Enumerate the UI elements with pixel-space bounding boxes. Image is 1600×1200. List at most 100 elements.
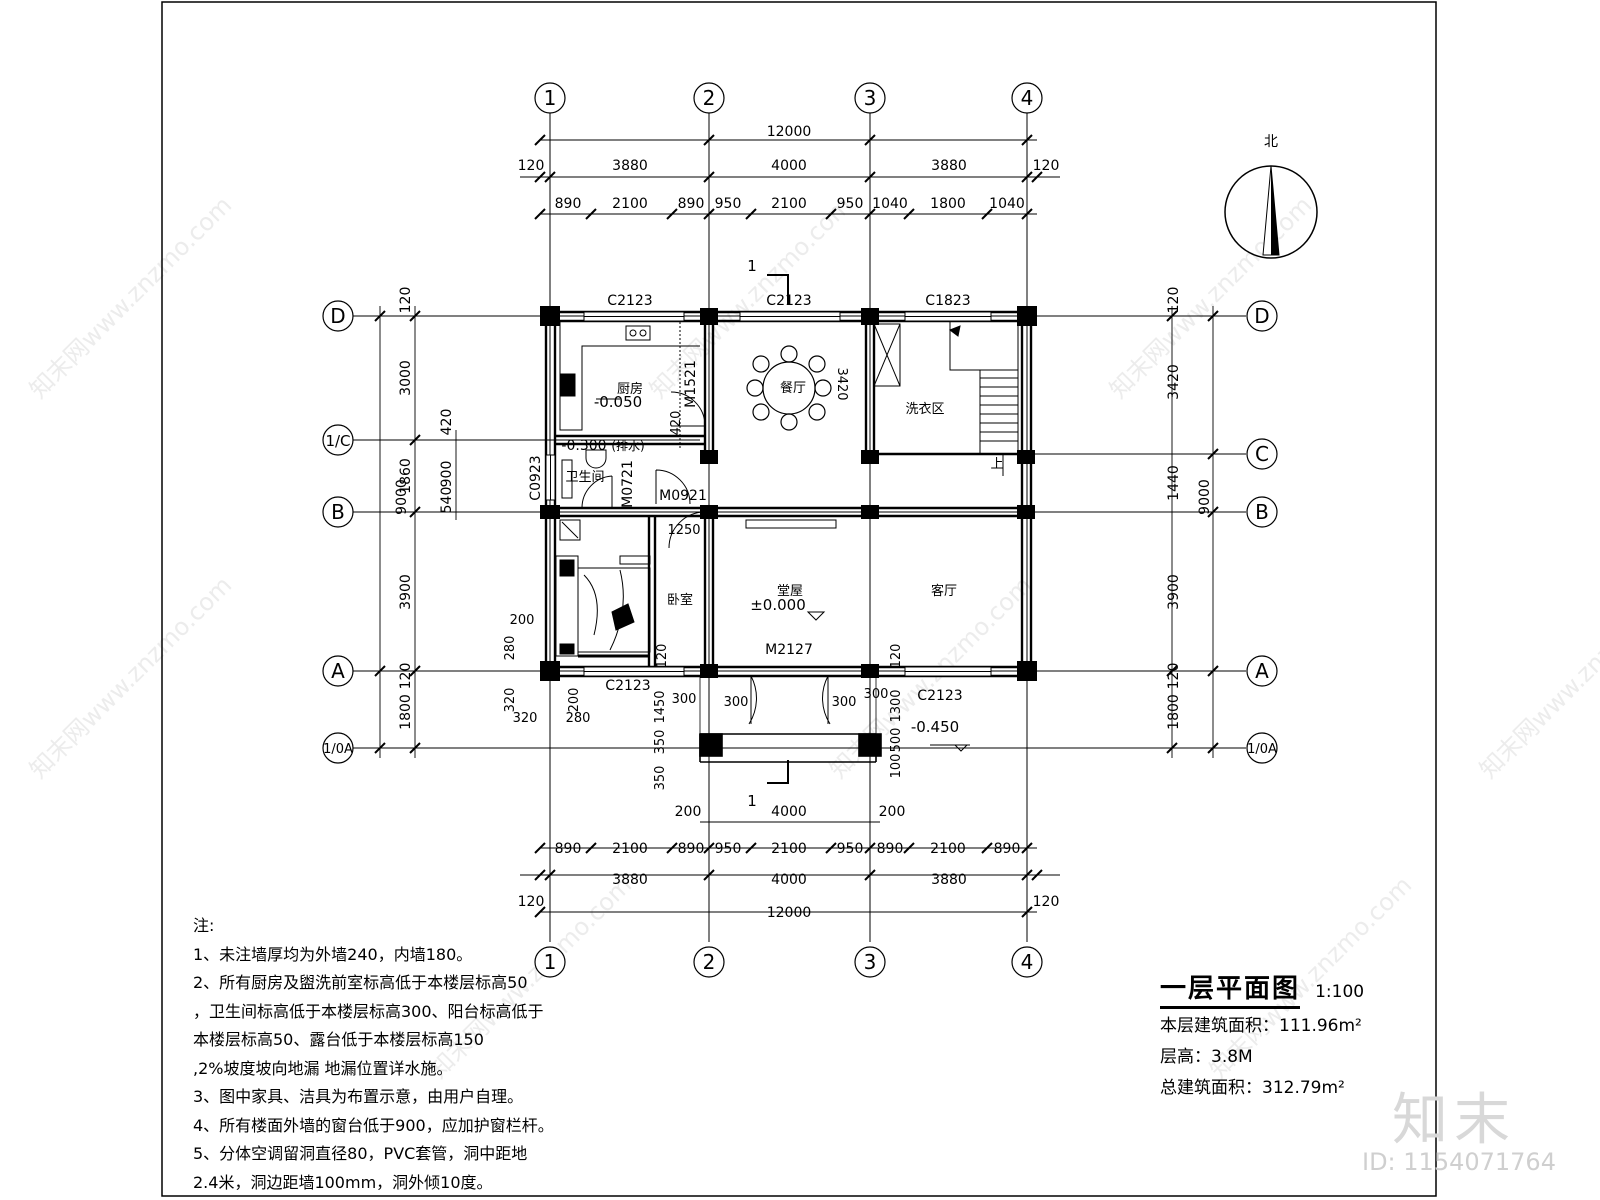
dim-350: 350 (653, 766, 668, 791)
floor-area: 本层建筑面积：111.96m² (1160, 1016, 1362, 1036)
dimension-text: 12000 120 3880 4000 3880 120 890 2100 89… (518, 124, 1060, 921)
axis-4-top: 4 (1021, 86, 1034, 110)
dim-3000: 3000 (398, 360, 414, 396)
dim-120: 120 (518, 894, 545, 910)
sheet-frame (161, 1, 1437, 1197)
axis-3-bottom: 3 (864, 950, 877, 974)
dim-seg: 950 (837, 841, 864, 857)
dim-3420-room: 3420 (834, 367, 849, 400)
dim-1440: 1440 (1166, 465, 1182, 501)
dim-3900-right: 3900 (1166, 574, 1182, 610)
window-c2123-1: C2123 (607, 293, 652, 309)
axis-d-right: D (1254, 304, 1269, 328)
axis-2-top: 2 (703, 86, 716, 110)
axis-10a-left: 1/0A (323, 742, 353, 757)
note-line: 1、未注墙厚均为外墙240，内墙180。 (193, 944, 473, 964)
door-m0921: M0921 (659, 488, 707, 504)
dim-320: 320 (513, 711, 538, 726)
dim-1450: 1450 (653, 690, 668, 723)
axis-4-bottom: 4 (1021, 950, 1034, 974)
dim-seg: 2100 (771, 841, 807, 857)
dim-120: 120 (518, 158, 545, 174)
dim-seg: 890 (678, 196, 705, 212)
dim-4000: 4000 (771, 804, 807, 820)
axis-bubbles (322, 82, 1278, 978)
room-living: 客厅 (931, 583, 957, 599)
elevation-marks (596, 398, 970, 752)
room-bath-elev: -0.300 (561, 438, 606, 454)
dim-300: 300 (672, 692, 697, 707)
stairs (948, 322, 1019, 454)
dim-900: 900 (439, 461, 455, 488)
bedroom-furniture (555, 519, 651, 658)
axis-2-bottom: 2 (703, 950, 716, 974)
dim-120: 120 (398, 287, 414, 314)
dim-seg: 1040 (872, 196, 908, 212)
dim-4000: 4000 (771, 872, 807, 888)
axis-3-top: 3 (864, 86, 877, 110)
dim-3420: 3420 (1166, 364, 1182, 400)
room-kitchen: 厨房 (617, 381, 643, 397)
axis-d-left: D (330, 304, 345, 328)
dim-total-bottom: 12000 (767, 905, 812, 921)
dim-seg: 2100 (771, 196, 807, 212)
dim-120: 120 (1033, 894, 1060, 910)
general-notes: 注: 1、未注墙厚均为外墙240，内墙180。 2、所有厨房及盥洗前室标高低于本… (193, 912, 554, 1197)
brand-logo: 知末 (1392, 1088, 1516, 1153)
doors (581, 391, 831, 725)
room-bedroom: 卧室 (667, 592, 693, 608)
dim-seg: 1800 (930, 196, 966, 212)
dim-300: 300 (832, 695, 857, 710)
total-area: 总建筑面积：312.79m² (1160, 1078, 1345, 1098)
dim-280: 280 (566, 711, 591, 726)
drawing-title: 一层平面图 (1160, 968, 1301, 1009)
axis-1-top: 1 (544, 86, 557, 110)
dim-seg: 890 (678, 841, 705, 857)
dimension-text-vertical: 9000 120 3000 1860 3900 120 1800 420 900… (394, 287, 1213, 730)
dim-120: 120 (398, 663, 414, 690)
axis-1c-left: 1/C (325, 432, 350, 450)
dim-300: 300 (864, 687, 889, 702)
dim-seg: 950 (837, 196, 864, 212)
axis-labels: 1 2 3 4 1 2 3 4 D 1/C B A 1/0A D C B A 1… (323, 86, 1277, 974)
grid-lines (352, 112, 1246, 942)
dim-seg: 950 (715, 841, 742, 857)
window-c2123-3: C2123 (605, 678, 650, 694)
dim-seg: 2100 (612, 841, 648, 857)
dim-200: 200 (567, 688, 582, 713)
dining-table (746, 345, 832, 431)
dim-seg: 950 (715, 196, 742, 212)
dim-100: 100 (889, 754, 904, 779)
dim-300: 300 (724, 695, 749, 710)
axis-10a-right: 1/0A (1247, 742, 1277, 757)
door-m1521: M1521 (683, 360, 699, 408)
dim-seg: 2100 (612, 196, 648, 212)
axis-b-left: B (331, 500, 345, 524)
room-laundry: 洗衣区 (905, 401, 944, 417)
image-id: ID: 1154071764 (1362, 1148, 1556, 1176)
laundry-fixtures (873, 323, 901, 387)
dim-1800-right: 1800 (1166, 694, 1182, 730)
dim-3880: 3880 (931, 872, 967, 888)
dim-200: 200 (510, 613, 535, 628)
dim-4000: 4000 (771, 158, 807, 174)
drawing-scale: 1:100 (1315, 982, 1365, 1002)
window-c2123-2: C2123 (766, 293, 811, 309)
dim-9000-right: 9000 (1197, 479, 1213, 515)
dim-120: 120 (1166, 287, 1182, 314)
dim-3900-left: 3900 (398, 574, 414, 610)
north-compass: 北 (1224, 134, 1318, 259)
dim-420: 420 (439, 409, 455, 436)
room-bath-note: (排水) (611, 439, 644, 453)
stair-up-label: 上 (990, 457, 1003, 472)
axis-1-bottom: 1 (544, 950, 557, 974)
axis-a-left: A (331, 659, 345, 683)
dim-1800-left: 1800 (398, 694, 414, 730)
window-c2123-4: C2123 (917, 688, 962, 704)
dimension-lines (379, 139, 1214, 913)
section-label-top: 1 (747, 257, 757, 275)
axis-c-right: C (1255, 442, 1269, 466)
door-m0721: M0721 (620, 460, 636, 508)
note-line: 本楼层标高50、露台低于本楼层标高150 (193, 1030, 484, 1049)
windows (545, 311, 992, 677)
